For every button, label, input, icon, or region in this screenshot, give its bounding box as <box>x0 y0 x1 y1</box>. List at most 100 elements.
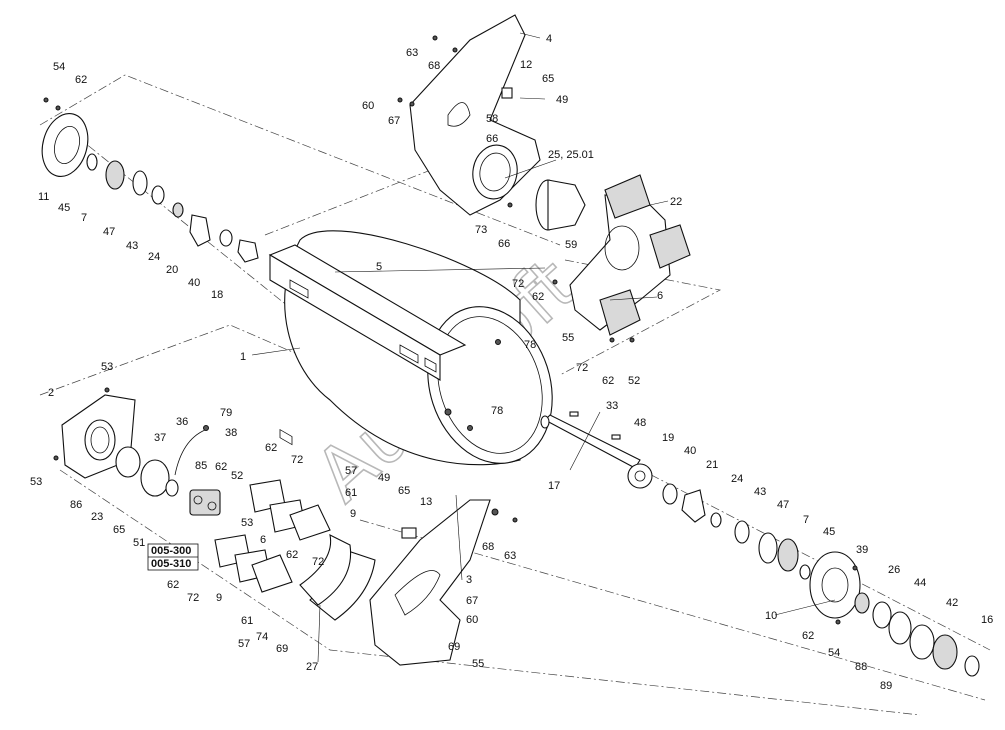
plate-part-4 <box>397 14 541 216</box>
callout-6a: 6 <box>657 290 663 302</box>
callout-9a: 9 <box>350 508 356 520</box>
callout-61b: 61 <box>241 615 253 627</box>
callout-49a: 49 <box>556 94 568 106</box>
callout-11: 11 <box>38 191 49 203</box>
callout-9b: 9 <box>216 592 222 604</box>
callout-63b: 63 <box>504 550 516 562</box>
callout-20: 20 <box>166 264 178 276</box>
callout-62b: 62 <box>532 291 544 303</box>
callout-85: 85 <box>195 460 207 472</box>
callout-5: 5 <box>376 261 382 273</box>
callout-62g: 62 <box>167 579 179 591</box>
callout-12: 12 <box>520 59 532 71</box>
plate-part-6 <box>552 174 691 343</box>
callout-69a: 69 <box>276 643 288 655</box>
callout-1: 1 <box>240 351 246 363</box>
callout-33: 33 <box>606 400 618 412</box>
plate-part-3 <box>369 499 518 666</box>
callout-52b: 52 <box>231 470 243 482</box>
variant-label-1: 005-300 <box>151 545 191 557</box>
callout-7a: 7 <box>81 212 87 224</box>
callout-10: 10 <box>765 610 777 622</box>
callout-55: 55 <box>562 332 574 344</box>
callout-47a: 47 <box>103 226 115 238</box>
callout-58: 58 <box>486 113 498 125</box>
callout-53a: 53 <box>101 361 113 373</box>
callout-74: 74 <box>256 631 268 643</box>
callout-72d: 72 <box>312 556 324 568</box>
callout-65c: 65 <box>398 485 410 497</box>
callout-72b: 72 <box>576 362 588 374</box>
callout-69b: 69 <box>448 641 460 653</box>
shaft-part-17 <box>540 411 653 489</box>
pump-part-85 <box>189 489 221 516</box>
callout-54b: 54 <box>828 647 840 659</box>
callout-40a: 40 <box>188 277 200 289</box>
callout-42: 42 <box>946 597 958 609</box>
callout-62c: 62 <box>602 375 614 387</box>
callout-22: 22 <box>670 196 682 208</box>
callout-53b: 53 <box>30 476 42 488</box>
callout-17: 17 <box>548 480 560 492</box>
callout-73: 73 <box>475 224 487 236</box>
callout-4: 4 <box>546 33 552 45</box>
variant-label-2: 005-310 <box>151 558 191 570</box>
callout-67a: 67 <box>388 115 400 127</box>
callout-62h: 62 <box>802 630 814 642</box>
callout-62d: 62 <box>265 442 277 454</box>
callout-66b: 66 <box>498 238 510 250</box>
callout-25: 25, 25.01 <box>548 149 594 161</box>
callout-86: 86 <box>70 499 82 511</box>
callout-2: 2 <box>48 387 54 399</box>
brake-pads-left <box>214 479 331 593</box>
left-hub-group <box>41 97 259 263</box>
callout-61a: 61 <box>345 487 357 499</box>
callout-53c: 53 <box>241 517 253 529</box>
callout-60a: 60 <box>362 100 374 112</box>
callout-89: 89 <box>880 680 892 692</box>
callout-13: 13 <box>420 496 432 508</box>
callout-68b: 68 <box>482 541 494 553</box>
callout-3: 3 <box>466 574 472 586</box>
callout-36: 36 <box>176 416 188 428</box>
callout-39: 39 <box>856 544 868 556</box>
callout-52a: 52 <box>628 375 640 387</box>
callout-48: 48 <box>634 417 646 429</box>
callout-40b: 40 <box>684 445 696 457</box>
callout-37: 37 <box>154 432 166 444</box>
callout-62f: 62 <box>286 549 298 561</box>
callout-6b: 6 <box>260 534 266 546</box>
callout-72c: 72 <box>291 454 303 466</box>
callout-27: 27 <box>306 661 318 673</box>
callout-45b: 45 <box>823 526 835 538</box>
callout-72a: 72 <box>512 278 524 290</box>
callout-23: 23 <box>91 511 103 523</box>
callout-66a: 66 <box>486 133 498 145</box>
callout-54a: 54 <box>53 61 65 73</box>
variant-box: 005-300 005-310 <box>147 543 199 571</box>
callout-44: 44 <box>914 577 926 589</box>
callout-51: 51 <box>133 537 145 549</box>
callout-79: 79 <box>220 407 232 419</box>
callout-55b: 55 <box>472 658 484 670</box>
callout-49b: 49 <box>378 472 390 484</box>
callout-16: 16 <box>981 614 993 626</box>
callout-45a: 45 <box>58 202 70 214</box>
callout-26: 26 <box>888 564 900 576</box>
segments-part-27 <box>299 534 376 621</box>
callout-24b: 24 <box>731 473 743 485</box>
callout-38: 38 <box>225 427 237 439</box>
callout-57a: 57 <box>345 465 357 477</box>
callout-60b: 60 <box>466 614 478 626</box>
leader-lines <box>251 32 836 663</box>
callout-67b: 67 <box>466 595 478 607</box>
callout-57b: 57 <box>238 638 250 650</box>
callout-78a: 78 <box>524 339 536 351</box>
motor-part-25 <box>507 179 586 231</box>
right-hub-group <box>662 483 980 677</box>
callout-63a: 63 <box>406 47 418 59</box>
callout-65b: 65 <box>113 524 125 536</box>
callout-43b: 43 <box>754 486 766 498</box>
